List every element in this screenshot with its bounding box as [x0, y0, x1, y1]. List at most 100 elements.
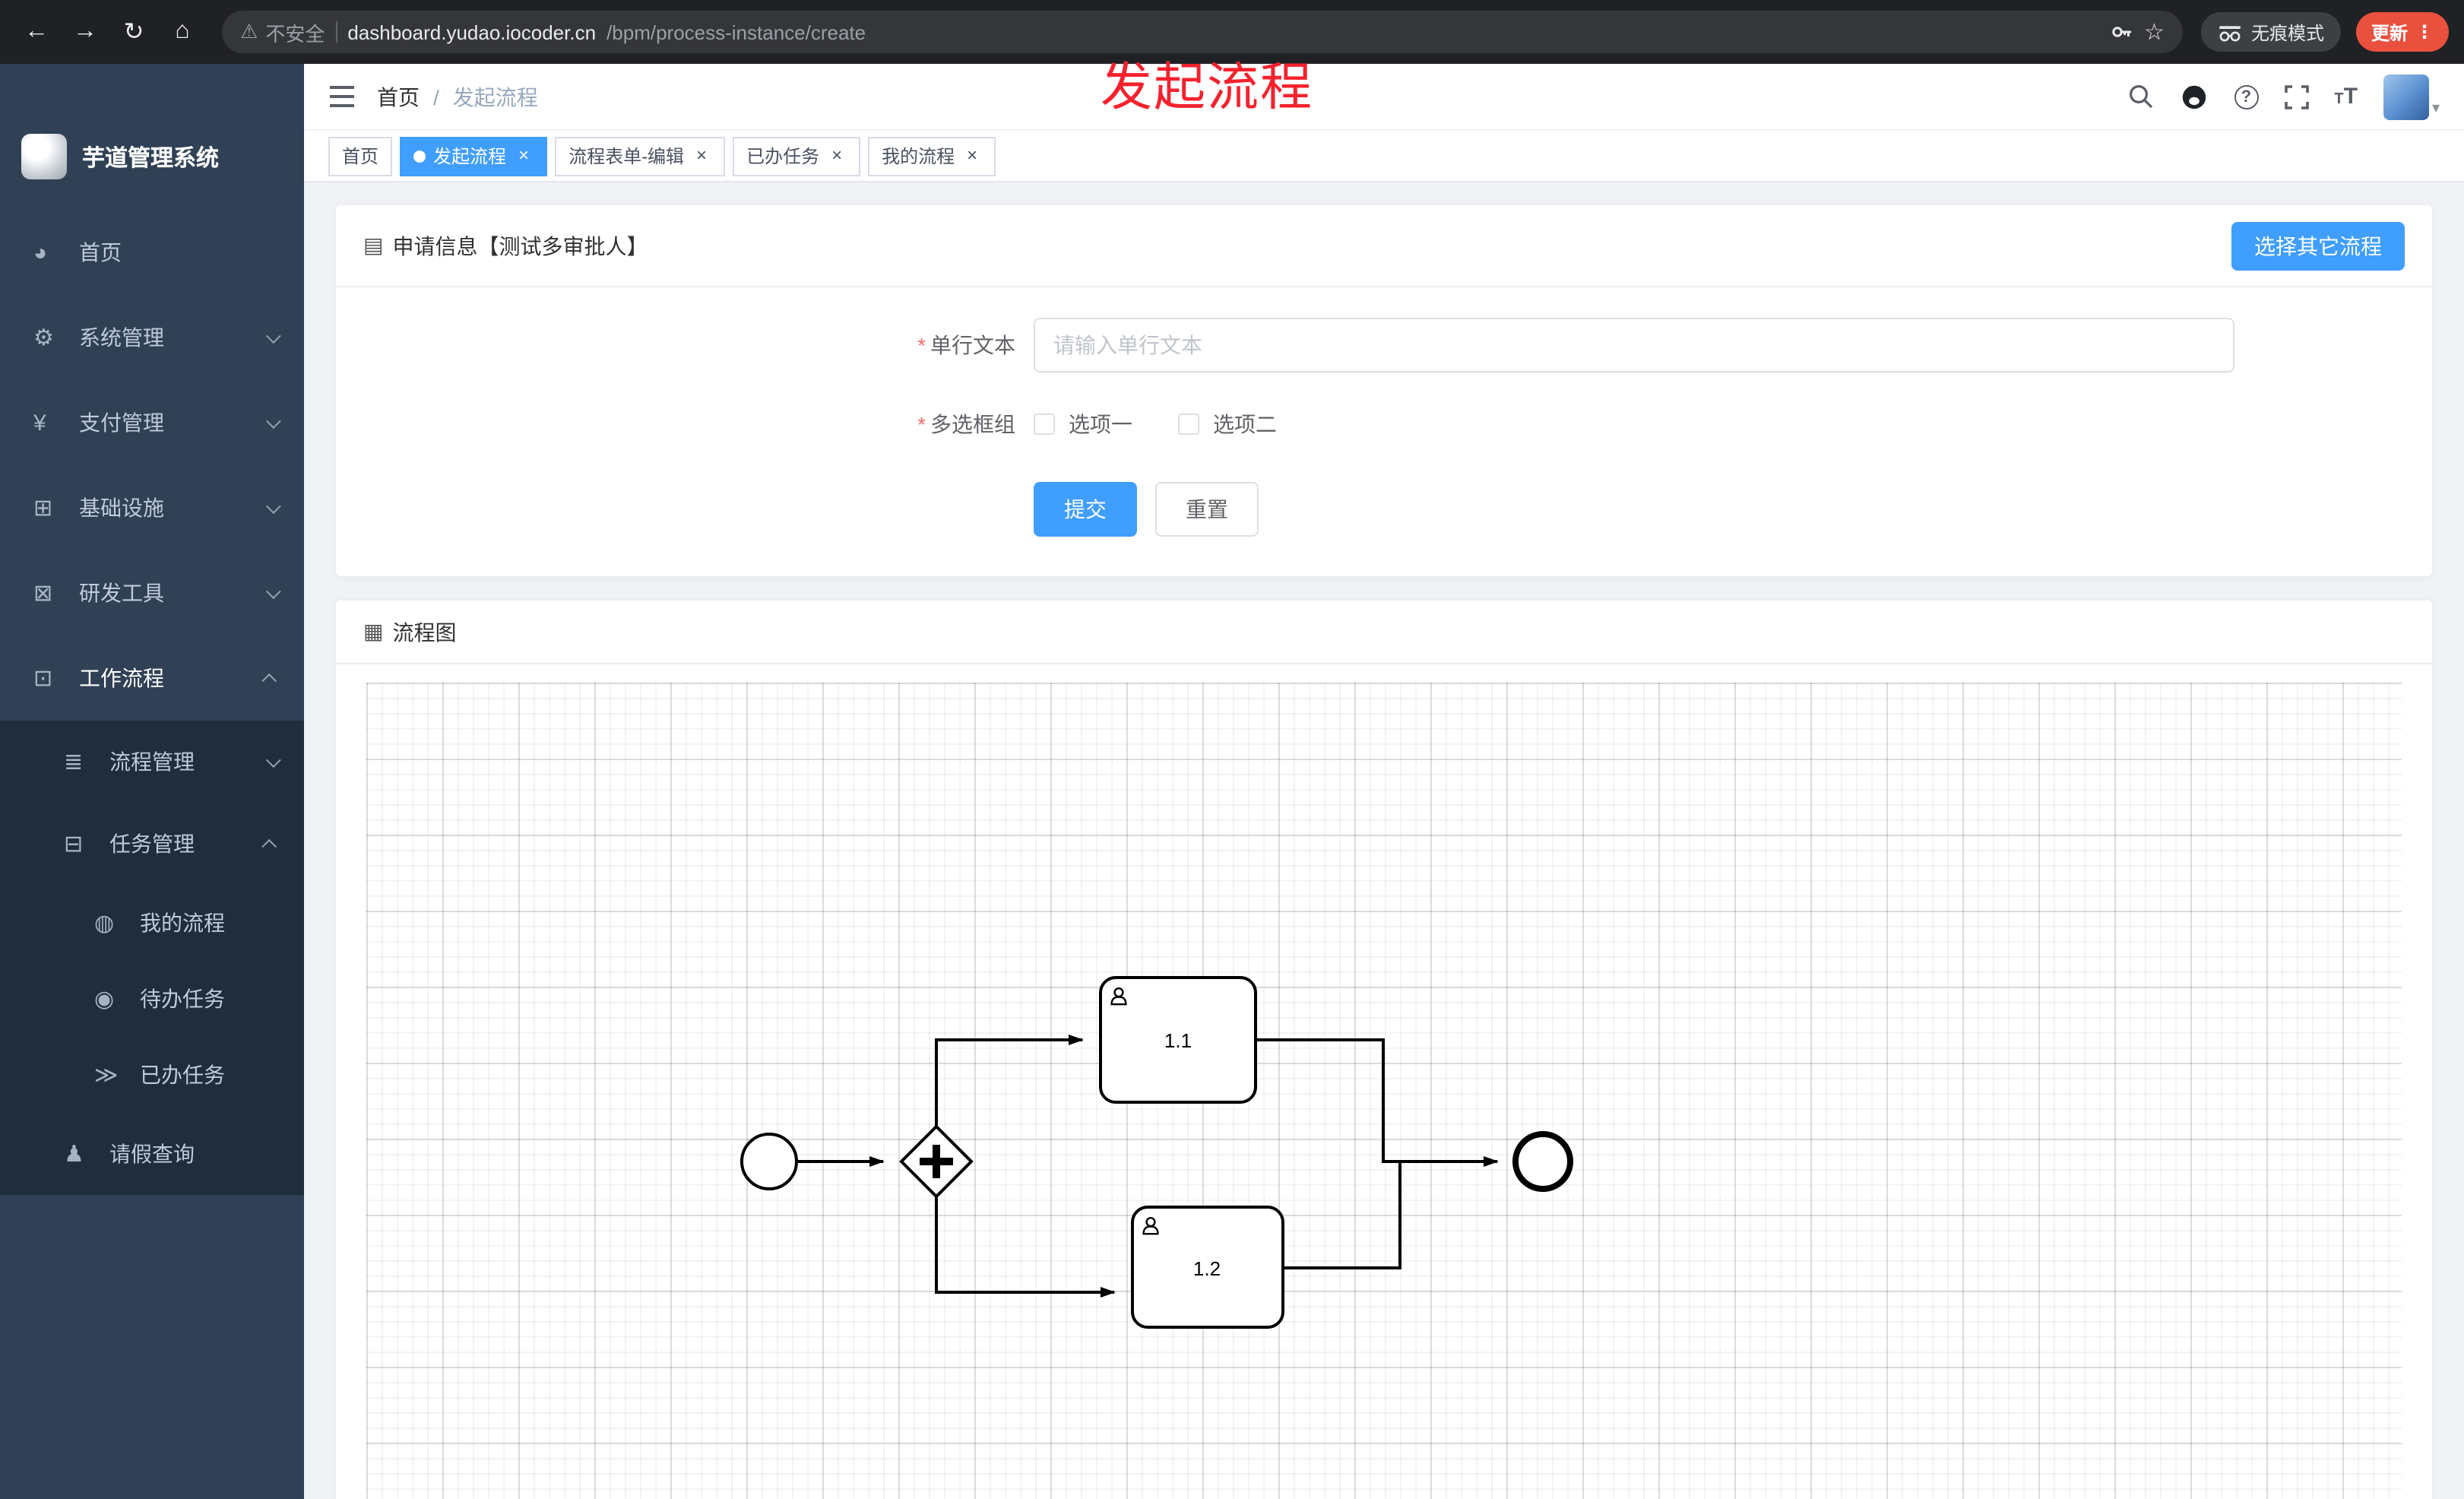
dashboard-icon: ◕ [33, 239, 48, 265]
tab-initiate-process[interactable]: 发起流程 × [400, 136, 548, 176]
tab-bar: 首页 发起流程 × 流程表单-编辑 × 已办任务 × 我的流程 × [304, 131, 2464, 182]
search-icon[interactable] [2127, 84, 2153, 109]
not-secure-indicator[interactable]: ⚠ 不安全 [240, 17, 325, 46]
github-icon[interactable] [2179, 82, 2208, 111]
sidebar-item-home[interactable]: ◕ 首页 [33, 239, 122, 265]
checkbox-group-label: *多选框组 [917, 412, 1015, 436]
breadcrumb-home[interactable]: 首页 [377, 84, 420, 109]
main-content: ▤ 申请信息【测试多审批人】 选择其它流程 *单行文本 *多选框组 [304, 182, 2464, 1499]
caret-down-icon: ▾ [2431, 100, 2440, 116]
chevron-down-icon [265, 328, 281, 344]
sidebar-item-my-process[interactable]: ◍ 我的流程 [94, 911, 225, 936]
infrastructure-icon: ⊞ [33, 496, 53, 521]
flowchart-icon: ▦ [363, 619, 384, 643]
end-event-node[interactable] [1512, 1131, 1573, 1192]
sidebar-item-process-mgmt[interactable]: ≣ 流程管理 [0, 721, 304, 803]
bpmn-diagram: 1.1 1.2 [740, 976, 1573, 1329]
address-divider [335, 21, 337, 43]
sidebar-item-payment-mgmt[interactable]: ¥ 支付管理 [0, 380, 304, 465]
help-icon[interactable]: ? [2234, 84, 2259, 109]
chrome-update-button[interactable]: 更新 ⋮ [2355, 12, 2449, 52]
user-avatar[interactable] [2383, 74, 2429, 119]
close-icon[interactable]: × [696, 144, 708, 166]
flow-task1-to-end[interactable] [1256, 1038, 1499, 1167]
sidebar-collapse-icon[interactable] [328, 85, 356, 108]
task-label: 1.1 [1164, 1029, 1192, 1052]
select-other-process-button[interactable]: 选择其它流程 [2231, 221, 2405, 270]
close-icon[interactable]: × [518, 144, 530, 166]
chevron-up-icon [261, 838, 277, 854]
checkbox-icon[interactable] [1034, 414, 1055, 435]
warning-icon: ⚠ [240, 20, 258, 43]
browser-refresh-icon[interactable]: ↻ [123, 20, 144, 46]
tab-form-edit[interactable]: 流程表单-编辑 × [555, 136, 726, 176]
chevron-down-icon [265, 583, 281, 599]
workflow-icon: ⊡ [33, 666, 53, 692]
eye-icon: ◉ [94, 987, 115, 1013]
address-bar[interactable]: ⚠ 不安全 dashboard.yudao.iocoder.cn/bpm/pro… [222, 11, 2183, 53]
single-line-text-label: *单行文本 [917, 333, 1015, 357]
single-line-text-input[interactable] [1034, 318, 2234, 372]
diagram-card-title: 流程图 [392, 620, 457, 644]
app-logo[interactable]: 芋道管理系统 [0, 64, 304, 210]
flow-gateway-to-task1[interactable] [935, 1035, 1084, 1127]
sidebar-item-infrastructure[interactable]: ⊞ 基础设施 [0, 465, 304, 550]
browser-back-icon[interactable]: ← [24, 18, 49, 44]
flow-gateway-to-task2[interactable] [935, 1196, 1116, 1298]
sidebar-item-system-mgmt[interactable]: ⚙ 系统管理 [0, 295, 304, 380]
incognito-label: 无痕模式 [2250, 22, 2324, 43]
browser-forward-icon[interactable]: → [73, 18, 97, 44]
process-diagram-canvas[interactable]: 1.1 1.2 [366, 683, 2402, 1499]
application-info-card: ▤ 申请信息【测试多审批人】 选择其它流程 *单行文本 *多选框组 [334, 204, 2434, 578]
parallel-gateway-node[interactable] [899, 1124, 974, 1199]
chevron-down-icon [265, 413, 281, 429]
checkbox-option-2[interactable]: 选项二 [1178, 409, 1277, 439]
chevron-down-icon [265, 498, 281, 514]
required-asterisk: * [917, 333, 926, 357]
sidebar-item-task-mgmt[interactable]: ⊟ 任务管理 [0, 803, 304, 885]
sidebar-item-todo-tasks[interactable]: ◉ 待办任务 [94, 987, 225, 1013]
form-card-title: 申请信息【测试多审批人】 [392, 233, 648, 258]
checkbox-group: 选项一 选项二 [1034, 409, 1277, 439]
browser-home-icon[interactable]: ⌂ [175, 18, 190, 44]
url-domain: dashboard.yudao.iocoder.cn [347, 21, 597, 43]
submit-button[interactable]: 提交 [1034, 482, 1137, 537]
tab-done-tasks[interactable]: 已办任务 × [733, 136, 861, 176]
reset-button[interactable]: 重置 [1155, 482, 1259, 537]
user-task-1-2-node[interactable]: 1.2 [1131, 1206, 1284, 1329]
close-icon[interactable]: × [967, 144, 978, 166]
checkbox-option-1[interactable]: 选项一 [1034, 409, 1132, 439]
task-mgmt-icon: ⊟ [64, 832, 84, 857]
close-icon[interactable]: × [831, 144, 843, 166]
sidebar-item-done-tasks[interactable]: ≫ 已办任务 [94, 1063, 225, 1089]
breadcrumb-separator: / [433, 84, 439, 109]
password-key-icon[interactable] [2109, 20, 2133, 44]
sidebar-item-dev-tools[interactable]: ⊠ 研发工具 [0, 550, 304, 635]
sidebar-item-workflow[interactable]: ⊡ 工作流程 [0, 635, 304, 721]
tab-my-process[interactable]: 我的流程 × [868, 136, 996, 176]
workflow-submenu: ≣ 流程管理 ⊟ 任务管理 ◍ 我的流程 ◉ 待办任务 [0, 721, 304, 1195]
flow-task2-to-end[interactable] [1283, 1160, 1497, 1269]
chevron-up-icon [261, 672, 277, 688]
logo-avatar [21, 134, 67, 179]
checkbox-icon[interactable] [1178, 414, 1199, 435]
active-tab-dot [413, 150, 426, 162]
url-path: /bpm/process-instance/create [606, 21, 866, 43]
start-event-node[interactable] [740, 1133, 798, 1190]
bookmark-star-icon[interactable]: ☆ [2144, 20, 2165, 46]
process-mgmt-icon: ≣ [64, 750, 84, 775]
required-asterisk: * [917, 412, 926, 436]
tab-home[interactable]: 首页 [328, 136, 393, 176]
kebab-menu-icon[interactable]: ⋮ [2415, 21, 2434, 43]
app-title: 芋道管理系统 [82, 145, 220, 171]
not-secure-label: 不安全 [265, 22, 325, 45]
user-task-1-1-node[interactable]: 1.1 [1099, 976, 1257, 1104]
tools-icon: ⊠ [33, 581, 53, 607]
incognito-icon [2219, 25, 2241, 41]
fullscreen-icon[interactable] [2284, 84, 2309, 109]
sidebar-item-leave-query[interactable]: ♟ 请假查询 [64, 1142, 195, 1168]
browser-toolbar: ← → ↻ ⌂ ⚠ 不安全 dashboard.yudao.iocoder.cn… [0, 0, 2464, 64]
